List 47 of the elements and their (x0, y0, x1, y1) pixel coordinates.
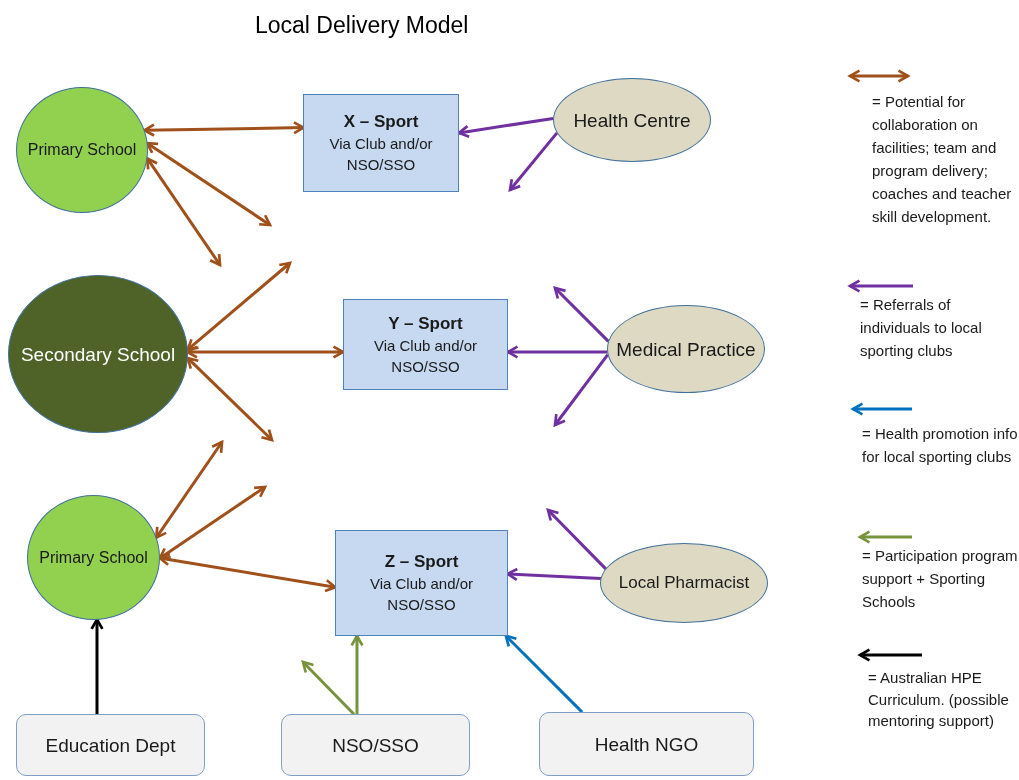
double-arrow (143, 121, 305, 137)
double-arrow (186, 345, 345, 359)
double-arrow (145, 141, 272, 227)
organisation-box (16, 714, 205, 776)
double-arrow (158, 485, 267, 560)
node-label: X – Sport (343, 111, 419, 133)
node-label: Primary School (39, 547, 148, 568)
legend-text: = Referrals of individuals to local sporting clubs (860, 295, 983, 361)
arrow (301, 660, 356, 716)
node-label: Primary School (27, 140, 137, 160)
double-arrow (155, 440, 224, 539)
node-label: Medical Practice (616, 337, 756, 362)
diagram-title: Local Delivery Model (255, 12, 469, 39)
arrow (90, 618, 104, 714)
node-label: NSO/SSO (332, 733, 419, 758)
legend-text: = Participation program support + Sporting Schools (862, 546, 1019, 612)
arrow (457, 116, 554, 139)
arrow (553, 286, 610, 343)
node-label: Y – Sport (388, 312, 463, 335)
node-subtitle: Via Club and/or NSO/SSO (328, 134, 434, 175)
legend-text: = Potential for collaboration on facilities; team and program delivery; coaches and teacher skill development. (872, 92, 1013, 227)
arrow (506, 345, 608, 359)
node-subtitle: Via Club and/or NSO/SSO (372, 335, 479, 377)
arrow (350, 634, 364, 714)
node-label: Local Pharmacist (618, 572, 750, 594)
sport-box (343, 299, 508, 390)
double-arrow (158, 552, 337, 593)
node-label: Education Dept (45, 733, 176, 758)
arrow (546, 508, 607, 570)
arrow (504, 634, 584, 714)
arrow (508, 131, 559, 192)
organisation-box (281, 714, 470, 776)
arrow (506, 567, 601, 582)
node-label: Secondary School (20, 342, 176, 367)
organisation-box (539, 712, 754, 776)
node-label: Health NGO (594, 732, 699, 757)
double-arrow (186, 356, 274, 442)
sport-box (303, 94, 459, 192)
node-subtitle: Via Club and/or NSO/SSO (368, 574, 475, 615)
legend-text: = Australian HPE Curriculum. (possible mentoring support) (868, 668, 1010, 731)
node-label: Z – Sport (384, 551, 459, 573)
double-arrow (186, 261, 292, 351)
arrow (553, 353, 609, 427)
double-arrow (145, 157, 222, 267)
node-label: Health Centre (573, 108, 691, 133)
legend-text: = Health promotion info for local sporting clubs (862, 424, 1019, 467)
sport-box (335, 530, 508, 636)
